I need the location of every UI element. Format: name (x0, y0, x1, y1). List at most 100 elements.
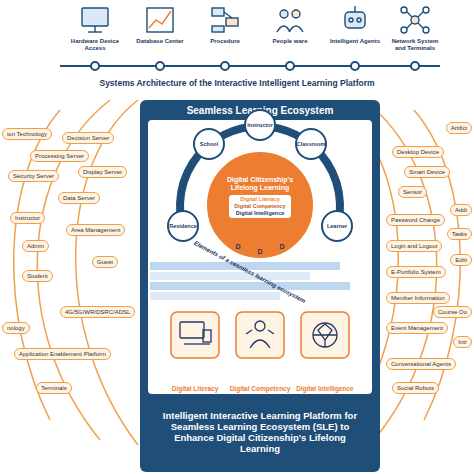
component-pill: Sensor (398, 186, 427, 198)
architecture-label: Intelligent Agents (326, 38, 384, 45)
node-text: Desktop Device (397, 148, 439, 156)
diagram-title: Systems Architecture of the Interactive … (0, 78, 474, 88)
top-icons-part (94, 26, 95, 32)
top-icons-part (345, 12, 365, 28)
component-pill: Tasks (447, 228, 472, 240)
top-icons-part (82, 8, 108, 26)
node-text: Student (27, 272, 48, 280)
node-text: Processing Server (35, 152, 84, 160)
node-text: Learner (327, 223, 347, 229)
pillar-icons-part (180, 321, 337, 348)
component-pill: 4G/5G/WR/DSRC/ADSL (60, 306, 135, 318)
component-pill: Display Server (78, 166, 127, 178)
node-text: Display Server (83, 168, 122, 176)
top-icons-part (423, 27, 429, 33)
d-marker: D (232, 241, 244, 253)
pillar-icons-part-part (313, 323, 337, 347)
pillar-icons-part (301, 312, 349, 358)
node-text: Decision Server (67, 134, 109, 142)
node-text: School (200, 141, 218, 147)
node-text: Password Change (391, 216, 440, 224)
top-icons-part (401, 7, 407, 13)
core-circle: Digital Citizenship's Lifelong LearningD… (204, 149, 316, 261)
panel-ground (140, 100, 380, 472)
component-pill: Processing Server (30, 150, 89, 162)
top-icons-part (226, 18, 238, 26)
stripes-part (150, 282, 350, 290)
node-text: Digital Competency (230, 385, 291, 392)
timeline (60, 62, 440, 70)
pillar-icons-part-part (203, 330, 211, 342)
pillar-icons (171, 312, 349, 358)
node-text: Digital Literacy (234, 196, 285, 203)
node-text: Artifici (451, 124, 467, 132)
component-pill: Password Change (386, 214, 445, 226)
architecture-label: Hardware Device Access (66, 38, 124, 52)
component-pill: Admin (22, 240, 49, 252)
top-icons-part (88, 31, 102, 32)
d-marker: D (254, 246, 266, 258)
node-text: E-Portfolio System (391, 268, 441, 276)
component-pill: Area Management (66, 224, 125, 236)
top-icons-part (149, 11, 171, 28)
pillar-icons-part-part (313, 324, 337, 347)
architecture-label: Procedure (196, 38, 254, 45)
node-text: Smart Device (409, 168, 445, 176)
node-text: Instructor (15, 214, 40, 222)
component-pill: Student (22, 270, 53, 282)
node-text: ion Technology (7, 130, 47, 138)
element-circle: Instructor (244, 109, 276, 141)
node-text: Social Robots (397, 384, 434, 392)
top-icons-part (212, 26, 224, 32)
timeline-part (156, 62, 164, 70)
node-text: Intelligent Interactive Learning Platfor… (154, 411, 366, 455)
component-pill: Smart Device (404, 166, 450, 178)
component-pill: Social Robots (392, 382, 439, 394)
component-pill: Data Server (58, 192, 100, 204)
component-pill: Event Management (386, 322, 448, 334)
node-text: Digital Citizenship's Lifelong Learning (220, 176, 300, 192)
top-icons-part (147, 8, 173, 32)
node-text: Admin (27, 242, 44, 250)
pillar-box: Digital Literacy (161, 308, 229, 392)
panel-ground-part (148, 120, 372, 394)
element-circle: Classroom (295, 128, 327, 160)
component-pill: Intr (453, 336, 472, 348)
component-pill: Guest (92, 256, 118, 268)
top-icons-part (411, 16, 419, 24)
top-icons-part (357, 18, 361, 22)
timeline-part (91, 62, 99, 70)
node-text: Digital Competency (234, 203, 285, 210)
node-text: Editi (455, 256, 467, 264)
timeline-part (411, 62, 419, 70)
node-text: Addi (455, 206, 467, 214)
node-text: Security Server (13, 172, 54, 180)
timeline-part (221, 62, 229, 70)
top-icons-part (401, 27, 407, 33)
node-text: Classroom (297, 141, 325, 147)
node-text: Sensor (403, 188, 422, 196)
node-text: Residence (169, 223, 197, 229)
digital-strip: Digital LiteracyDigital CompetencyDigita… (229, 195, 290, 218)
pillar-icons-part-part (246, 330, 274, 334)
top-icons-part (212, 8, 224, 16)
top-icons-part (224, 12, 232, 18)
pillar-icons-part-part (255, 321, 265, 331)
timeline-part (286, 62, 294, 70)
top-icons-part (280, 10, 288, 18)
node-text: Application Enablement Platform (19, 350, 106, 358)
node-text: Intr (458, 338, 467, 346)
architecture-label: Database Center (131, 38, 189, 45)
node-text: nology (7, 324, 25, 332)
component-pill: Application Enablement Platform (14, 348, 111, 360)
d-marker: D (276, 241, 288, 253)
node-text: Tasks (452, 230, 467, 238)
top-icons-part (407, 12, 423, 28)
component-pill: Editi (450, 254, 472, 266)
component-pill: Addi (450, 204, 472, 216)
node-text: Instructor (247, 122, 273, 128)
node-text: Data Server (63, 194, 95, 202)
pillar-icons-part (236, 312, 284, 358)
component-pill: nology (2, 322, 30, 334)
node-text: Course Ou (438, 308, 467, 316)
